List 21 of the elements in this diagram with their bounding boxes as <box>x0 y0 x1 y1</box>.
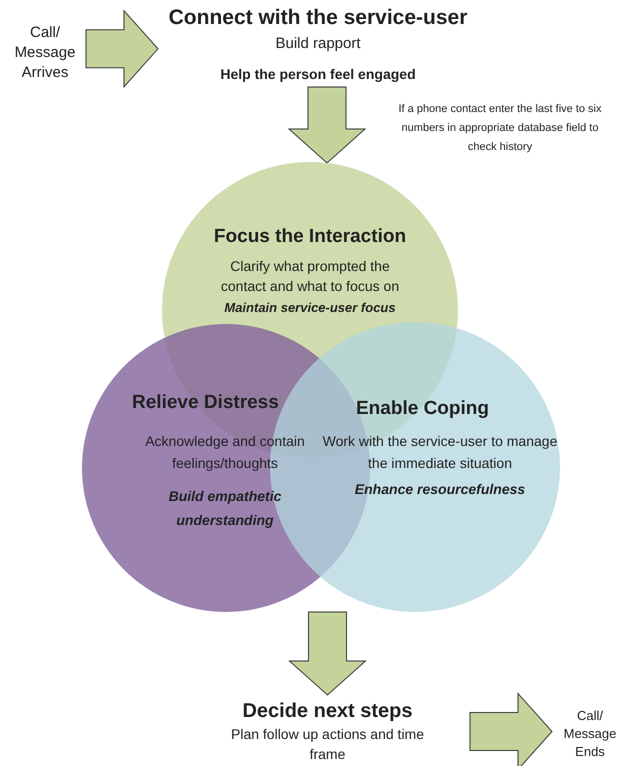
end-label: Call/ Message Ends <box>562 707 618 761</box>
circle-goal: Build empathetic understanding <box>168 487 282 530</box>
block-arrow <box>86 10 159 88</box>
step-heading: Decide next steps <box>242 699 413 724</box>
circle-heading: Enable Coping <box>356 397 489 421</box>
step-heading: Connect with the service-user <box>168 5 468 31</box>
circle-description: Clarify what prompted the contact and what to focus on <box>220 257 400 296</box>
step-goal: Help the person feel engaged <box>220 65 416 84</box>
block-arrow <box>470 692 553 766</box>
step-description: Build rapport <box>275 34 361 54</box>
block-arrow <box>288 612 367 696</box>
note-text: If a phone contact enter the last five to six numbers in appropriate database field to check history <box>397 102 602 155</box>
circle-description: Acknowledge and contain feelings/thoughts <box>144 432 306 473</box>
block-arrow <box>288 86 366 164</box>
circle-description: Work with the service-user to manage the immediate situation <box>322 432 558 473</box>
circle-goal: Enhance resourcefulness <box>354 480 526 499</box>
circle-goal: Maintain service-user focus <box>224 299 396 317</box>
start-label: Call/ Message Arrives <box>14 23 76 83</box>
step-description: Plan follow up actions and time frame <box>230 725 425 764</box>
circle-heading: Focus the Interaction <box>214 225 406 249</box>
circle-heading: Relieve Distress <box>132 391 279 415</box>
